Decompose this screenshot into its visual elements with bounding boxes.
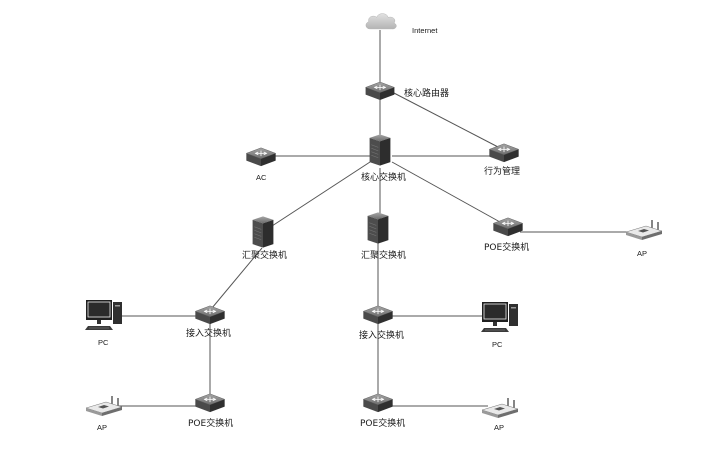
node-ap-right: AP xyxy=(625,219,663,258)
node-access-switch-left: 接入交换机 xyxy=(186,305,231,339)
node-internet: Internet xyxy=(365,13,438,35)
router-icon xyxy=(488,143,520,163)
router-icon xyxy=(362,305,394,325)
node-ac: AC xyxy=(245,147,277,182)
node-label: 行为管理 xyxy=(484,165,520,177)
node-label: PC xyxy=(98,338,109,347)
node-label: POE交换机 xyxy=(360,417,405,429)
node-poe-switch-right: POE交换机 xyxy=(484,217,529,253)
node-label: 汇聚交换机 xyxy=(361,249,406,261)
node-poe-switch-mid: POE交换机 xyxy=(360,393,405,429)
node-label: PC xyxy=(492,340,503,349)
cloud-icon xyxy=(365,13,397,30)
node-core-switch: 核心交换机 xyxy=(361,134,406,183)
access-point-icon xyxy=(85,395,123,417)
node-label: Internet xyxy=(412,26,438,35)
router-icon xyxy=(365,81,395,101)
switch-chassis-icon xyxy=(252,216,274,248)
node-label: POE交换机 xyxy=(484,241,529,253)
node-poe-switch-left: POE交换机 xyxy=(188,393,233,429)
link-core-switch-agg-left xyxy=(271,161,371,227)
node-agg-switch-left: 汇聚交换机 xyxy=(242,216,287,261)
node-label: AP xyxy=(494,423,504,432)
router-icon xyxy=(194,305,226,325)
node-label: AP xyxy=(637,249,647,258)
pc-icon xyxy=(84,299,123,331)
node-core-router: 核心路由器 xyxy=(365,81,449,101)
access-point-icon xyxy=(625,219,663,241)
node-access-switch-mid: 接入交换机 xyxy=(359,305,404,341)
node-label: 接入交换机 xyxy=(186,327,231,339)
node-agg-switch-mid: 汇聚交换机 xyxy=(361,212,406,261)
node-label: 接入交换机 xyxy=(359,329,404,341)
node-label: AP xyxy=(97,423,107,432)
switch-chassis-icon xyxy=(367,212,389,244)
node-ap-mid: AP xyxy=(481,397,519,432)
switch-chassis-icon xyxy=(369,134,391,166)
link-core-router-behavior-mgmt xyxy=(391,91,501,149)
node-label: 核心交换机 xyxy=(361,171,406,183)
node-pc-right: PC xyxy=(480,301,519,349)
node-behavior-mgmt: 行为管理 xyxy=(484,143,520,177)
link-agg-left-access-left xyxy=(211,247,263,309)
router-icon xyxy=(245,147,277,167)
node-label: 核心路由器 xyxy=(404,87,449,99)
pc-icon xyxy=(480,301,519,333)
node-label: POE交换机 xyxy=(188,417,233,429)
link-core-switch-poe-right xyxy=(391,161,501,223)
node-label: 汇聚交换机 xyxy=(242,249,287,261)
links xyxy=(112,30,630,407)
node-label: AC xyxy=(256,173,267,182)
router-icon xyxy=(362,393,394,413)
access-point-icon xyxy=(481,397,519,419)
node-ap-left: AP xyxy=(85,395,123,432)
router-icon xyxy=(194,393,226,413)
node-pc-left: PC xyxy=(84,299,123,347)
